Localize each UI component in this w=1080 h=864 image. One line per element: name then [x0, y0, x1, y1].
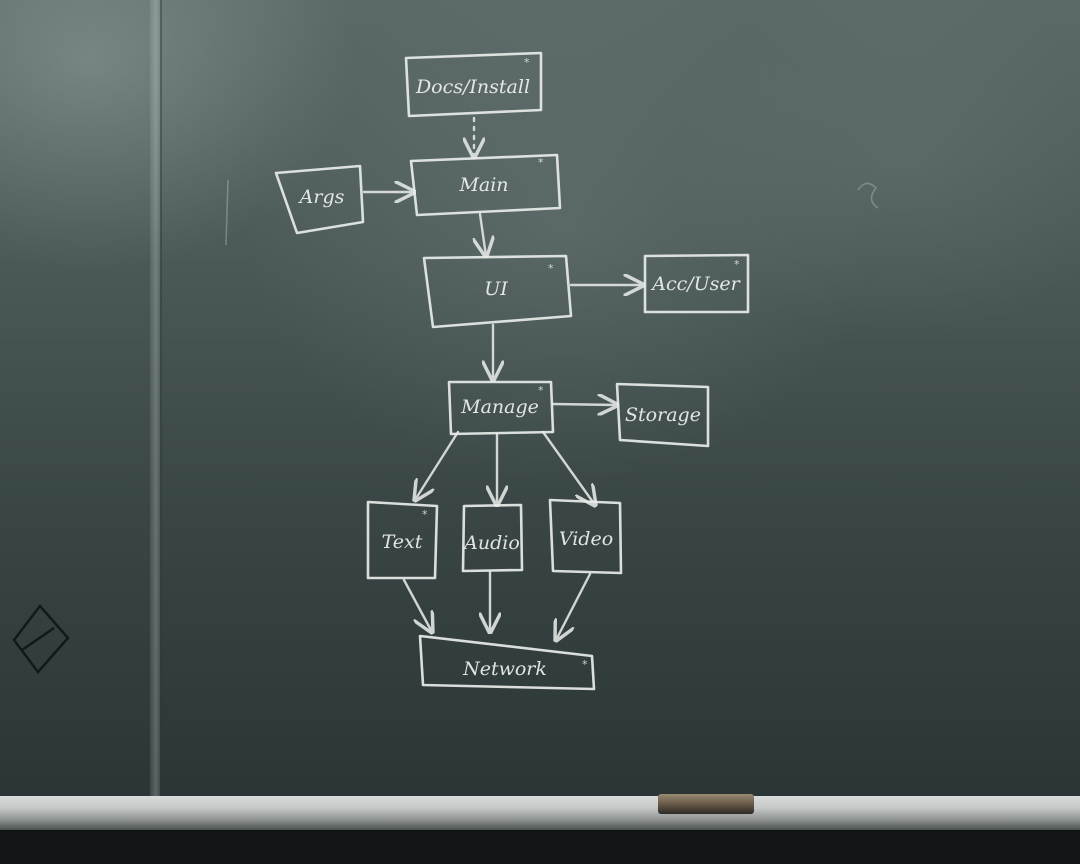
chalk-tray — [0, 796, 1080, 830]
chalk-eraser[interactable] — [658, 794, 754, 814]
node-acc-user-star: * — [734, 258, 740, 271]
node-text-label: Text — [382, 531, 423, 553]
eraser-mark — [12, 604, 70, 674]
chalkboard — [0, 0, 1080, 800]
node-ui: UI * — [422, 254, 573, 329]
edge-manage-video — [541, 430, 595, 505]
node-ui-label: UI — [484, 278, 508, 300]
node-acc-user-label: Acc/User — [650, 273, 741, 295]
chalk-smudge — [857, 182, 879, 209]
edge-text-network — [402, 578, 432, 632]
node-docs-install: Docs/Install * — [404, 51, 543, 118]
node-network-label: Network — [462, 658, 547, 680]
node-manage-star: * — [538, 384, 544, 397]
node-args: Args — [274, 164, 365, 235]
node-text-star: * — [422, 508, 428, 521]
edge-video-network — [556, 572, 592, 640]
node-network-star: * — [582, 658, 588, 671]
node-audio-label: Audio — [462, 532, 520, 554]
edge-main-ui — [480, 212, 486, 256]
node-manage: Manage * — [447, 380, 555, 436]
floor-shadow — [0, 830, 1080, 864]
node-manage-label: Manage — [460, 396, 539, 418]
node-video: Video — [548, 498, 623, 575]
edge-manage-text — [415, 430, 460, 500]
node-audio: Audio — [461, 503, 524, 573]
board-panel-seam — [150, 0, 162, 800]
node-docs-install-star: * — [524, 56, 530, 69]
edge-manage-storage — [551, 404, 617, 405]
chalk-smudge — [225, 179, 229, 246]
node-main-label: Main — [458, 174, 508, 196]
board-panel-edge — [160, 0, 162, 800]
node-main-star: * — [538, 156, 544, 169]
node-storage: Storage — [615, 382, 710, 448]
node-text: Text * — [366, 500, 439, 580]
node-video-label: Video — [559, 528, 613, 550]
node-docs-install-label: Docs/Install — [415, 76, 530, 98]
node-args-label: Args — [298, 186, 345, 208]
node-acc-user: Acc/User * — [643, 253, 750, 314]
node-main: Main * — [409, 153, 562, 217]
flow-diagram: Docs/Install * Args Main * UI * Acc/User… — [12, 51, 879, 691]
node-storage-label: Storage — [625, 404, 701, 426]
node-ui-star: * — [548, 262, 554, 275]
node-network: Network * — [418, 634, 596, 691]
